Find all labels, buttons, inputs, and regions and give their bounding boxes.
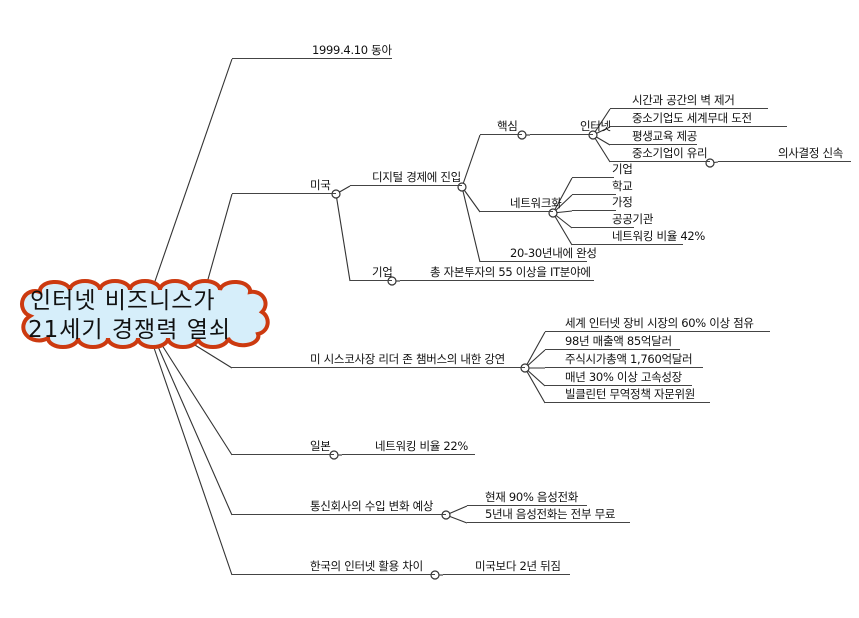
node-korea[interactable]: 한국의 인터넷 활용 차이 xyxy=(232,559,435,575)
node-korea-gap[interactable]: 미국보다 2년 뒤짐 xyxy=(443,559,570,575)
internet-item[interactable]: 중소기업도 세계무대 도전 xyxy=(610,111,787,127)
internet-item[interactable]: 중소기업이 유리 xyxy=(610,146,710,162)
telecom-item[interactable]: 5년내 음성전화는 전부 무료 xyxy=(467,507,630,523)
cisco-item[interactable]: 매년 30% 이상 고속성장 xyxy=(545,370,692,386)
network-item[interactable]: 가정 xyxy=(572,195,633,211)
node-japan-networking[interactable]: 네트워킹 비율 22% xyxy=(342,439,475,455)
node-usa[interactable]: 미국 xyxy=(232,178,336,194)
node-cisco-lecture[interactable]: 미 시스코사장 리더 존 챔버스의 내한 강연 xyxy=(232,352,525,368)
root-title-line1: 인터넷 비즈니스가 xyxy=(30,288,216,314)
cisco-item[interactable]: 빌클린턴 무역정책 자문위원 xyxy=(545,387,710,403)
cisco-item[interactable]: 98년 매출액 85억달러 xyxy=(545,334,680,350)
node-source[interactable]: 1999.4.10 동아 xyxy=(232,43,392,59)
internet-item[interactable]: 시간과 공간의 벽 제거 xyxy=(610,93,768,109)
network-item[interactable]: 학교 xyxy=(572,179,633,195)
node-internet[interactable]: 인터넷 xyxy=(530,119,611,135)
root-title-line2: 21세기 경쟁력 열쇠 xyxy=(28,317,232,343)
node-japan[interactable]: 일본 xyxy=(232,439,334,455)
network-item[interactable]: 공공기관 xyxy=(572,212,653,228)
node-digital-economy[interactable]: 디지털 경제에 진입 xyxy=(350,170,462,186)
cisco-item[interactable]: 세계 인터넷 장비 시장의 60% 이상 점유 xyxy=(545,316,770,332)
node-fast-decision[interactable]: 의사결정 신속 xyxy=(718,146,851,162)
telecom-item[interactable]: 현재 90% 음성전화 xyxy=(467,490,587,506)
node-corporate[interactable]: 기업 xyxy=(350,265,393,281)
internet-item[interactable]: 평생교육 제공 xyxy=(610,129,697,145)
network-item[interactable]: 네트워킹 비율 42% xyxy=(572,229,705,245)
cisco-item[interactable]: 주식시가총액 1,760억달러 xyxy=(545,352,703,368)
network-item[interactable]: 기업 xyxy=(572,162,633,178)
node-completion[interactable]: 20-30년내에 완성 xyxy=(480,246,597,262)
node-it-investment[interactable]: 총 자본투자의 55 이상을 IT분야에 xyxy=(400,265,594,281)
node-core[interactable]: 핵심 xyxy=(480,119,522,135)
root-cloud xyxy=(20,279,270,349)
node-networking[interactable]: 네트워크화 xyxy=(480,196,562,212)
node-telecom[interactable]: 통신회사의 수입 변화 예상 xyxy=(232,499,446,515)
